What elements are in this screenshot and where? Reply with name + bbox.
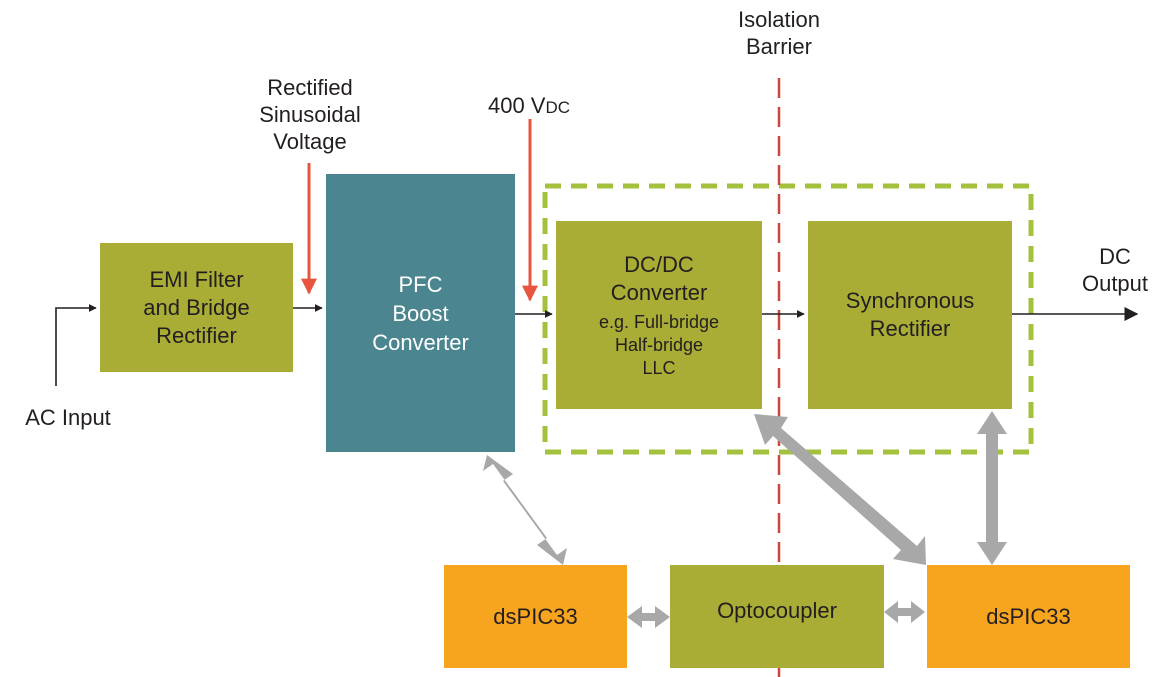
dcdc-line5: LLC [642,357,676,378]
dc-output-line2: Output [1081,271,1149,296]
pfc-boost-converter-block: PFC Boost Converter [326,174,515,452]
pfc-line2: Boost [392,300,449,326]
isolation-label-line2: Barrier [745,34,812,59]
dcdc-line4: Half-bridge [614,334,704,355]
dc-output-line1: DC [1099,244,1131,269]
dspic-left-label: dsPIC33 [493,603,578,629]
opto-dspic-link-arrow [884,601,925,623]
isolation-barrier-label: Isolation Barrier [720,6,838,60]
dspic33-right-block: dsPIC33 [927,565,1130,668]
pfc-line3: Converter [372,329,469,355]
ac-input-label: AC Input [0,404,136,431]
rectified-label-line1: Rectified [267,75,353,100]
emi-line2: and Bridge [143,294,250,320]
dcdc-converter-block: DC/DC Converter e.g. Full-bridge Half-br… [556,221,762,409]
dc-output-label: DC Output [1065,243,1165,297]
rectified-label-line3: Voltage [273,129,347,154]
emi-line1: EMI Filter [149,266,244,292]
emi-filter-bridge-rectifier-block: EMI Filter and Bridge Rectifier [100,243,293,372]
isolation-label-line1: Isolation [738,7,820,32]
sync-line2: Rectifier [869,316,951,341]
dcdc-line1: DC/DC [624,251,694,277]
optocoupler-label: Optocoupler [717,597,837,623]
pfc-dspic-link-arrow [483,455,567,565]
rectified-label-line2: Sinusoidal [259,102,361,127]
pfc-line1: PFC [398,271,443,297]
vdc-subscript: DC [545,98,571,117]
sync-line1: Synchronous [845,288,975,313]
isolated-stage-dashed-box [542,183,1034,455]
dspic33-left-block: dsPIC33 [444,565,627,668]
dcdc-dspic-link-arrow [754,414,926,565]
dspic-right-label: dsPIC33 [986,603,1071,629]
dcdc-line2: Converter [610,279,708,305]
vdc-value: 400 V [487,93,546,118]
optocoupler-block: Optocoupler [670,565,884,668]
rectified-voltage-label: Rectified Sinusoidal Voltage [240,74,380,155]
400vdc-label: 400 VDC [464,92,594,121]
dcdc-line3: e.g. Full-bridge [598,311,720,332]
emi-line3: Rectifier [156,322,237,348]
synchronous-rectifier-block: Synchronous Rectifier [808,221,1012,409]
ac-input-wire [55,304,97,386]
ac-input-text: AC Input [25,405,111,430]
dspic-opto-link-arrow [627,606,670,628]
sync-dspic-link-arrow [977,411,1007,565]
